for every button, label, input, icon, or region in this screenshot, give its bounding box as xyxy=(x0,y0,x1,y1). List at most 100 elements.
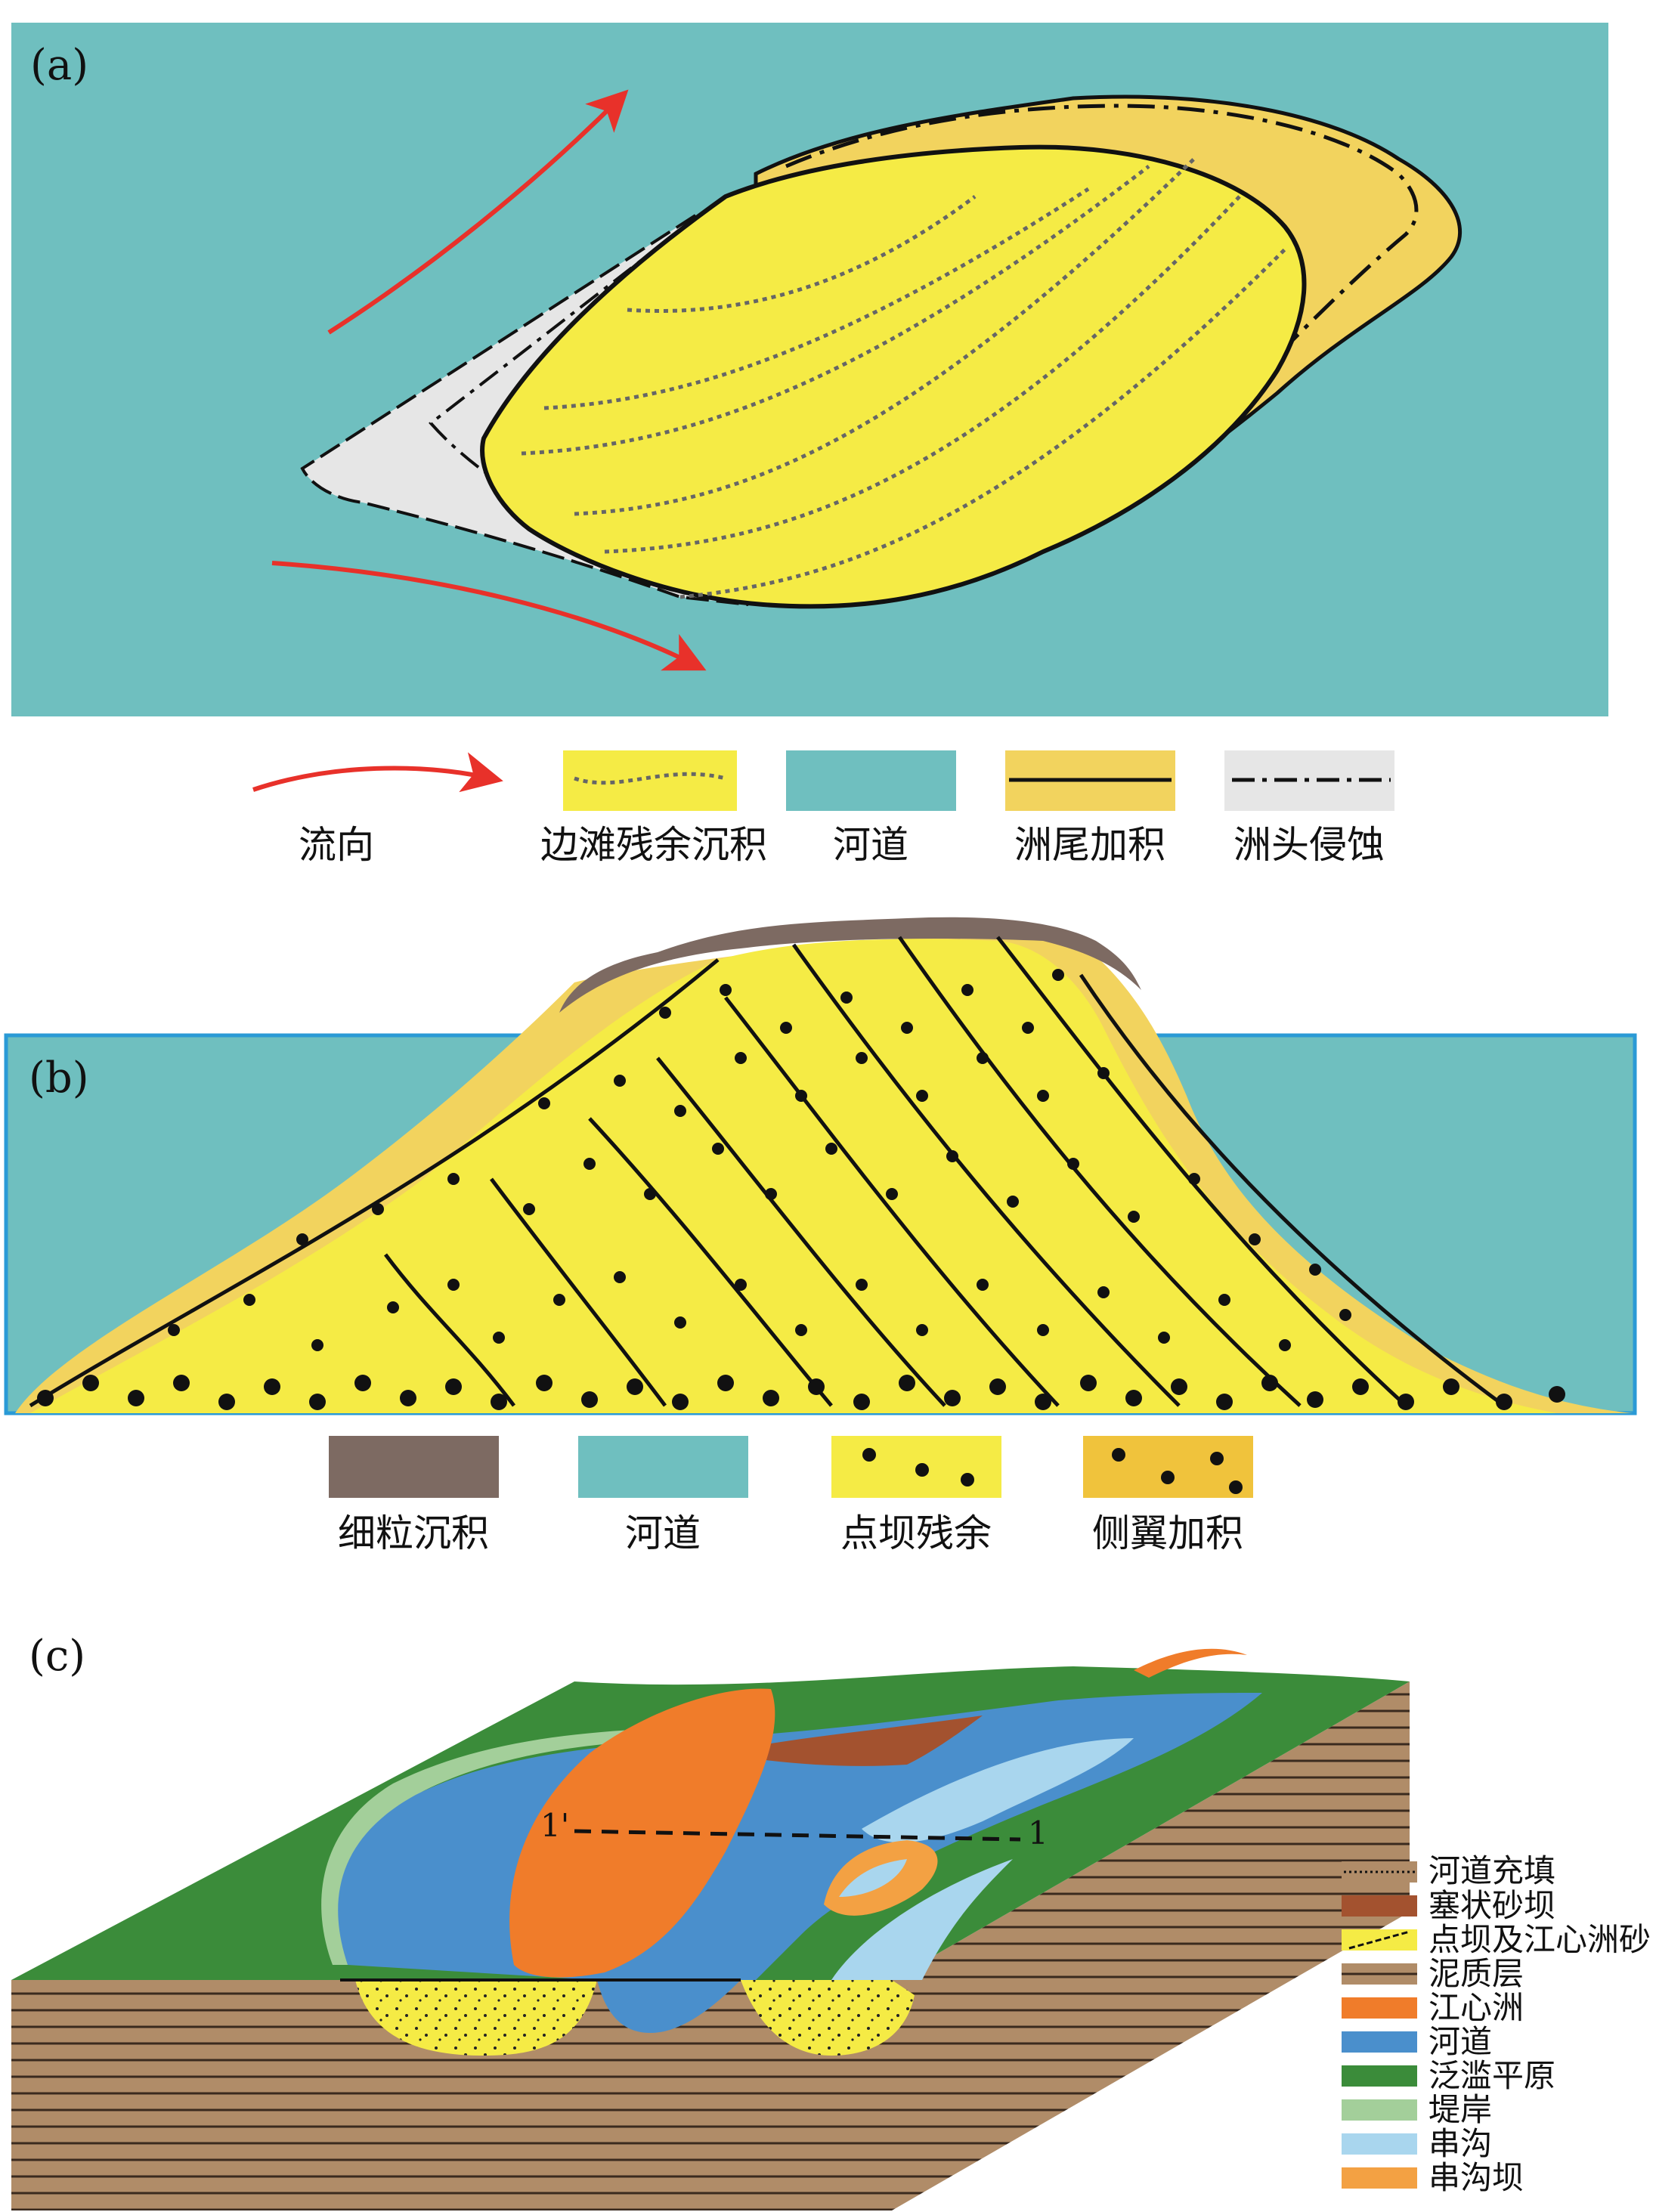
gravel-dot xyxy=(1128,1211,1140,1223)
gravel-dot xyxy=(372,1203,384,1215)
gravel-dot xyxy=(173,1375,190,1391)
gravel-dot xyxy=(1307,1391,1323,1408)
section-line xyxy=(574,1829,1021,1842)
fine-sediment-cap xyxy=(559,917,1141,1013)
gravel-dot xyxy=(1067,1158,1079,1170)
legend-c-plug-bar-label: 塞状砂坝 xyxy=(1428,1887,1555,1924)
point-bar-remnant-body xyxy=(30,939,1557,1413)
gravel-dot xyxy=(218,1394,235,1410)
gravel-dot xyxy=(886,1188,898,1200)
legend-fine-swatch xyxy=(329,1436,499,1498)
gravel-dot xyxy=(1125,1390,1142,1406)
gravel-dot xyxy=(1158,1332,1170,1344)
gravel-dot xyxy=(309,1394,326,1410)
plug-bar xyxy=(718,1715,983,1766)
section-label-end: 1 xyxy=(1028,1814,1048,1852)
legend-c-floodplain-label: 泛滥平原 xyxy=(1428,2057,1555,2094)
gravel-dot xyxy=(735,1052,747,1064)
gravel-dot xyxy=(1037,1324,1049,1336)
gravel-dot xyxy=(672,1394,689,1410)
legend-c-island-swatch xyxy=(1342,1997,1417,2019)
gravel-dot xyxy=(901,1022,913,1034)
legend-flow-arrow xyxy=(252,752,503,793)
legend-c-chute-swatch xyxy=(1342,2133,1417,2155)
gravel-dot xyxy=(1097,1067,1110,1079)
gravel-dot xyxy=(1261,1375,1278,1391)
legend-lateral-swatch xyxy=(1083,1436,1253,1498)
gravel-dot xyxy=(659,1007,671,1019)
gravel-dot xyxy=(1443,1378,1459,1395)
levee xyxy=(321,1727,695,1965)
gravel-dot xyxy=(1352,1378,1369,1395)
legend-flow-label: 流向 xyxy=(299,823,374,867)
gravel-dot xyxy=(765,1188,777,1200)
legend-pointbar-label: 点坝残余 xyxy=(840,1511,992,1555)
panel-b: (b) xyxy=(4,917,1637,1415)
gravel-dot xyxy=(853,1394,870,1410)
legend-c-island-label: 江心洲 xyxy=(1428,1989,1524,2026)
gravel-dot xyxy=(553,1294,565,1306)
legend-channel-b-swatch xyxy=(578,1436,748,1498)
legend-b: 细粒沉积 河道 点坝残余 侧翼加积 xyxy=(329,1436,1253,1555)
legend-head-label: 洲头侵蚀 xyxy=(1233,823,1385,867)
gravel-dot xyxy=(1007,1196,1019,1208)
gravel-dot xyxy=(1171,1378,1187,1395)
gravel-dot xyxy=(311,1339,323,1351)
gravel-dot xyxy=(977,1052,989,1064)
legend-c-mud-label: 泥质层 xyxy=(1428,1955,1524,1992)
panel-b-label: (b) xyxy=(29,1053,89,1103)
point-bar-gravels xyxy=(37,969,1565,1410)
gravel-dot xyxy=(1097,1286,1110,1298)
gravel-dot xyxy=(712,1143,724,1155)
bank-growth-lines xyxy=(521,157,1286,599)
gravel-dot xyxy=(916,1090,928,1102)
gravel-dot xyxy=(37,1390,54,1406)
legend-bank-swatch xyxy=(563,750,737,811)
gravel-dot xyxy=(387,1301,399,1313)
channel-fill-section xyxy=(355,1980,915,2056)
gravel-dot xyxy=(1022,1022,1034,1034)
gravel-dot xyxy=(674,1316,686,1329)
legend-bank-dotted xyxy=(574,772,726,785)
legend-c-channel-fill-swatch xyxy=(1342,1861,1417,1883)
legend-c-channel-swatch xyxy=(1342,2031,1417,2053)
legend-lateral-label: 侧翼加积 xyxy=(1092,1511,1243,1555)
gravel-dot xyxy=(795,1324,807,1336)
gravel-dot xyxy=(445,1378,462,1395)
gravel-dot xyxy=(977,1279,989,1291)
gravel-dot xyxy=(614,1075,626,1087)
chute-channel-lower xyxy=(831,1859,1013,1980)
legend-c: 河道充填 塞状砂坝 点坝及江心洲砂 泥质层 江心洲 河道 泛滥平原 堤岸 串沟 … xyxy=(1342,1852,1651,2196)
gravel-dot xyxy=(1052,969,1064,981)
legend-c-plug-bar-swatch xyxy=(1342,1895,1417,1917)
chute-channel xyxy=(862,1738,1134,1843)
legend-c-channel-fill-label: 河道充填 xyxy=(1428,1852,1555,1889)
gravel-dot xyxy=(538,1097,550,1109)
panel-a: (a) xyxy=(11,23,1608,716)
gravel-dot xyxy=(128,1390,144,1406)
gravel-dot xyxy=(447,1173,460,1185)
gravel-dot xyxy=(674,1105,686,1117)
gravel-dot xyxy=(536,1375,553,1391)
gravel-dot xyxy=(644,1188,656,1200)
flow-direction-marker xyxy=(1134,1648,1247,1678)
legend-channel-b-label: 河道 xyxy=(625,1511,701,1555)
gravel-dot xyxy=(856,1052,868,1064)
gravel-dot xyxy=(296,1233,308,1245)
legend-a: 流向 边滩残余沉积 河道 洲尾加积 洲头侵蚀 xyxy=(252,750,1394,867)
gravel-dot xyxy=(780,1022,792,1034)
gravel-dot xyxy=(1309,1264,1321,1276)
gravel-dot xyxy=(82,1375,99,1391)
legend-channel-label: 河道 xyxy=(833,823,908,867)
gravel-dot xyxy=(264,1378,280,1395)
gravel-dot xyxy=(944,1390,961,1406)
legend-c-channel-label: 河道 xyxy=(1428,2023,1492,2060)
gravel-dot xyxy=(523,1203,535,1215)
gravel-dot xyxy=(1080,1375,1097,1391)
gravel-dot xyxy=(808,1378,825,1395)
gravel-dot xyxy=(447,1279,460,1291)
gravel-dot xyxy=(795,1090,807,1102)
gravel-dot xyxy=(1218,1294,1230,1306)
legend-c-chute-bar-label: 串沟坝 xyxy=(1428,2159,1524,2196)
legend-c-chute-label: 串沟 xyxy=(1428,2125,1492,2162)
